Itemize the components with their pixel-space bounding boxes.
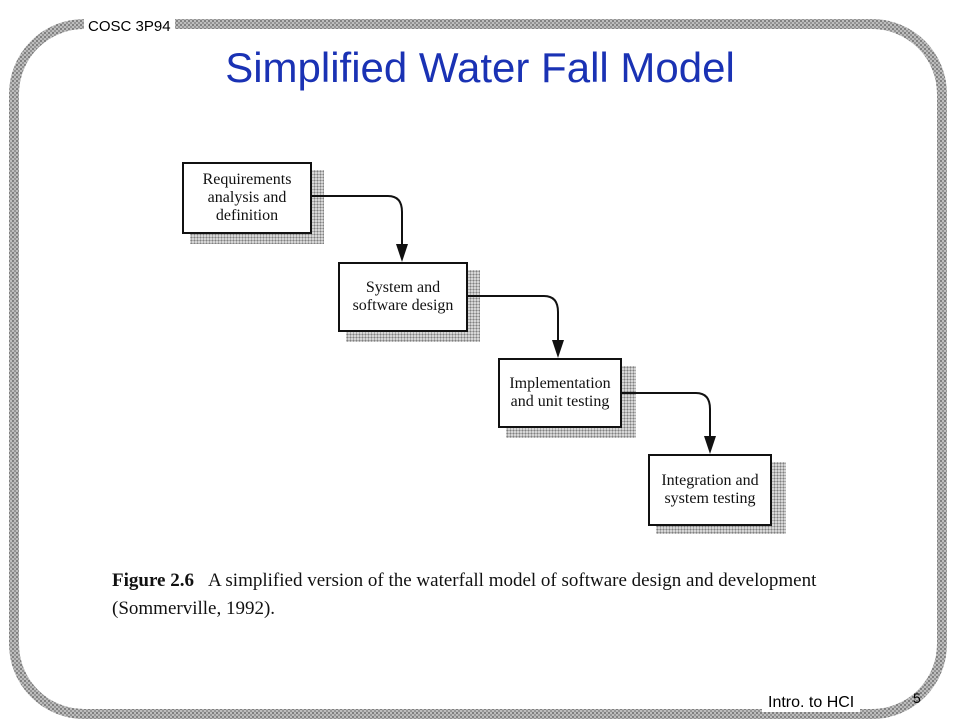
stage-requirements: Requirements analysis and definition	[182, 162, 312, 234]
connector-arrow	[622, 392, 711, 440]
stage-implementation: Implementation and unit testing	[498, 358, 622, 428]
arrowhead	[704, 436, 716, 454]
stage-integration: Integration and system testing	[648, 454, 772, 526]
stage-system-design: System and software design	[338, 262, 468, 332]
figure-citation: (Sommerville, 1992).	[112, 598, 276, 619]
page-number: 5	[913, 690, 921, 706]
stage-label: Implementation and unit testing	[509, 375, 611, 410]
connector-arrow	[468, 295, 559, 344]
footer-label: Intro. to HCI	[762, 694, 861, 712]
figure-caption: Figure 2.6 A simplified version of the wa…	[112, 568, 902, 622]
stage-label: Requirements analysis and definition	[202, 171, 292, 224]
stage-label: System and software design	[352, 279, 454, 314]
arrowhead	[552, 340, 564, 358]
figure-number: Figure 2.6	[112, 570, 194, 591]
arrowhead	[396, 244, 408, 262]
figure-text: A simplified version of the waterfall mo…	[207, 570, 817, 591]
course-code: COSC 3P94	[84, 18, 175, 35]
connector-arrow	[312, 195, 403, 248]
slide-title: Simplified Water Fall Model	[225, 44, 735, 91]
stage-label: Integration and system testing	[661, 472, 759, 507]
